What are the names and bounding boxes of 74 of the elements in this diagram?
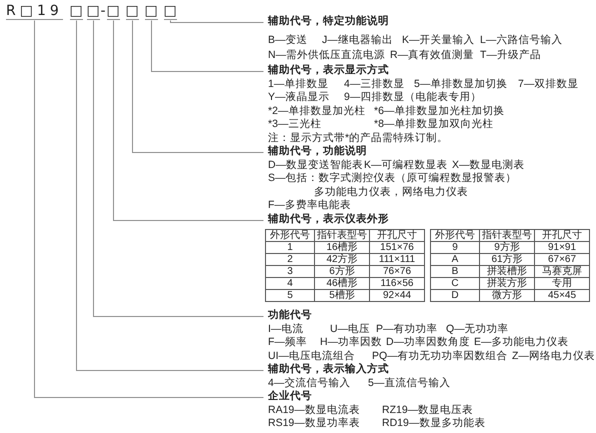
- section-heading: 辅助代号，功能说明: [268, 145, 367, 159]
- code-definition: *8—单排数显加双向光柱: [374, 118, 494, 132]
- code-definition: N—需外供低压直流电源: [268, 49, 386, 63]
- code-definition: *6—单排数显加光柱加切换: [374, 104, 504, 118]
- section-heading: 辅助代号，表示仪表外形: [268, 213, 389, 227]
- code-definition: RS19—数显功率表: [268, 417, 360, 431]
- table-header-cell: 指针表型号: [314, 229, 370, 242]
- table-header-cell: 开孔尺寸: [369, 229, 425, 242]
- code-definition: D—数显变送智能表: [268, 158, 364, 172]
- code-definition: 4—三排数显: [344, 78, 404, 92]
- code-definition: Q—无功功率: [446, 322, 509, 336]
- table-header-cell: 指针表型号: [479, 229, 535, 242]
- leader-line: [34, 20, 264, 398]
- code-definition: F—多费率电能表: [268, 199, 351, 213]
- code-segment: □: [164, 3, 177, 20]
- code-definition: X—数显电测表: [452, 158, 525, 172]
- code-definition: UI—电压电流组合: [268, 350, 355, 363]
- code-segment: □: [144, 3, 158, 20]
- code-definition: *3—三光柱: [268, 118, 322, 132]
- code-definition: F—频率: [268, 336, 307, 350]
- table-cell: D: [430, 289, 480, 302]
- code-definition: Z—网络电力仪表: [512, 350, 595, 364]
- code-definition: 4—交流信号输入: [268, 376, 350, 390]
- code-definition: 5—单排数显加切换: [414, 78, 508, 91]
- code-definition: T—升级产品: [480, 49, 541, 63]
- leader-line: [93, 20, 264, 317]
- note-text: 注：显示方式带*的产品需特殊订制。: [268, 132, 448, 145]
- leader-line: [151, 20, 264, 72]
- code-definition: H—功率因数: [320, 336, 382, 350]
- code-definition: R—真有效值测量: [390, 49, 474, 63]
- code-definition: B—变送: [268, 34, 308, 48]
- code-segment: □: [126, 3, 139, 20]
- code-definition: L—六路信号输入: [480, 34, 562, 48]
- code-definition: RA19—数显电流表: [268, 404, 360, 417]
- table-header-cell: 开孔尺寸: [534, 229, 590, 242]
- code-definition: K—开关量输入: [402, 34, 475, 48]
- code-definition: *2—单排数显加光柱: [268, 104, 366, 118]
- leader-line: [76, 20, 264, 371]
- code-definition: 5—直流信号输入: [368, 376, 450, 390]
- code-definition: E—多功能电力仪表: [474, 336, 569, 350]
- table-cell: 92×44: [369, 289, 425, 302]
- code-definition: Y—液晶显示: [268, 91, 330, 105]
- code-definition: RZ19—数显电压表: [382, 404, 474, 417]
- code-definition: S—包括：数字式测控仪表（原可编程数显报警表）多功能电力仪表，网络电力仪表: [268, 172, 518, 199]
- table-header-cell: 外形代号: [265, 229, 315, 242]
- section-heading: 辅助代号，表示输入方式: [268, 363, 389, 377]
- leader-line: [170, 20, 264, 23]
- leader-line: [113, 20, 264, 221]
- section-heading: 功能代号: [268, 309, 312, 323]
- code-definition: PQ—有功无功功率因数组合: [372, 350, 508, 362]
- code-definition: I—电流: [268, 322, 304, 336]
- table-cell: 5槽形: [314, 289, 370, 302]
- code-definition: K—可编程数显表: [364, 158, 448, 172]
- code-definition: 7—双排数显: [518, 78, 578, 92]
- code-segment: R□19: [6, 3, 63, 20]
- table-header-cell: 外形代号: [430, 229, 480, 242]
- section-heading: 辅助代号，特定功能说明: [268, 15, 389, 29]
- code-segment: □: [86, 3, 100, 20]
- code-hyphen: -: [100, 3, 106, 19]
- section-heading: 企业代号: [268, 390, 312, 404]
- code-definition: U—电压: [330, 322, 370, 336]
- table-cell: 微方形: [479, 289, 535, 302]
- code-definition: RD19—数显多功能表: [382, 417, 486, 431]
- code-definition: D—功率因数角度: [386, 336, 470, 350]
- code-definition: J—继电器输出: [322, 34, 393, 48]
- code-definition: P—有功功率: [376, 322, 438, 336]
- code-definition: 9—四排数显（电能表专用）: [344, 91, 482, 105]
- section-heading: 辅助代号，表示显示方式: [268, 64, 389, 78]
- code-segment: □: [70, 3, 83, 20]
- code-definition: 1—单排数显: [268, 78, 328, 91]
- table-cell: 45×45: [534, 289, 590, 302]
- code-segment: □: [106, 3, 120, 20]
- table-cell: 5: [265, 289, 315, 302]
- leader-line: [132, 20, 264, 153]
